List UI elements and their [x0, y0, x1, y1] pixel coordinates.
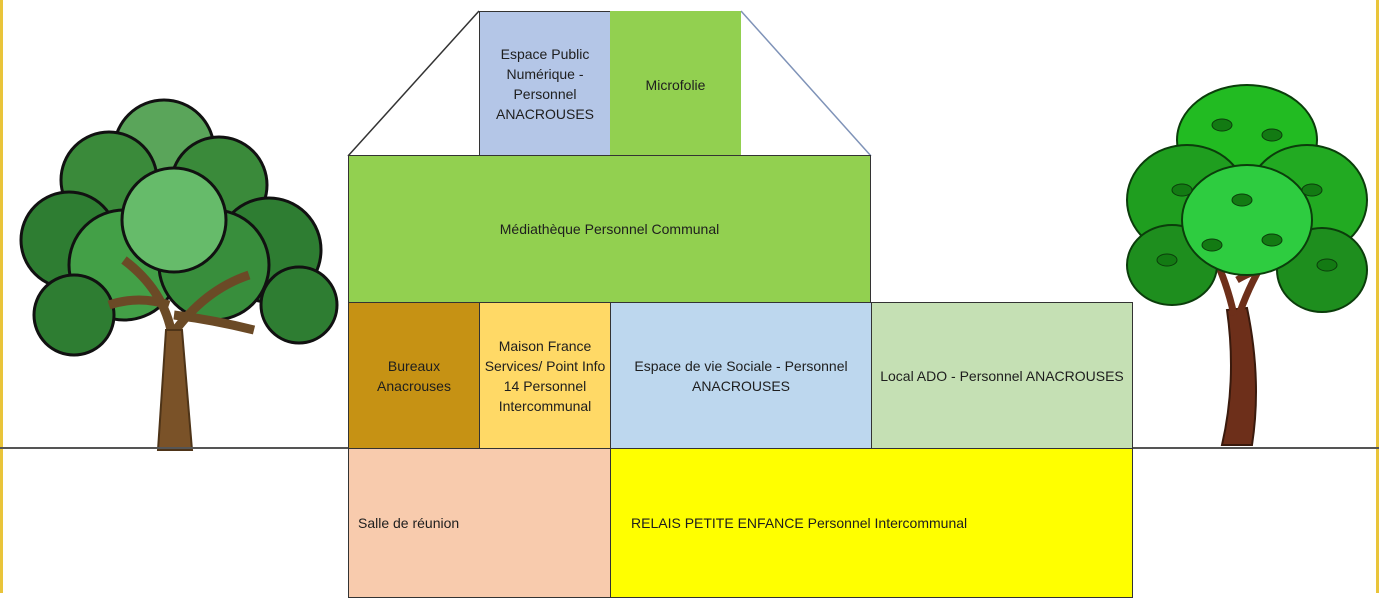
room-maison-france-services: Maison France Services/ Point Info 14 Pe… — [479, 302, 611, 449]
room-bureaux-anacrouses: Bureaux Anacrouses — [348, 302, 480, 449]
room-espace-public-numerique: Espace Public Numérique - Personnel ANAC… — [479, 11, 611, 156]
room-label: Espace Public Numérique - Personnel ANAC… — [495, 45, 595, 122]
room-label: RELAIS PETITE ENFANCE Personnel Intercom… — [631, 515, 968, 531]
room-label: Médiathèque Personnel Communal — [499, 221, 720, 237]
room-relais-petite-enfance: RELAIS PETITE ENFANCE Personnel Intercom… — [610, 448, 1133, 598]
room-label: Microfolie — [645, 77, 706, 93]
room-label: Local ADO - Personnel ANACROUSES — [880, 367, 1124, 384]
room-microfolie: Microfolie — [610, 11, 741, 156]
room-espace-vie-sociale: Espace de vie Sociale - Personnel ANACRO… — [610, 302, 872, 449]
room-label: Bureaux Anacrouses — [377, 357, 451, 394]
left-frame-edge — [0, 0, 3, 593]
room-label: Espace de vie Sociale - Personnel ANACRO… — [634, 357, 848, 394]
room-mediatheque: Médiathèque Personnel Communal — [348, 155, 871, 303]
room-label: Maison France Services/ Point Info 14 Pe… — [484, 337, 606, 414]
room-local-ado: Local ADO - Personnel ANACROUSES — [871, 302, 1133, 449]
right-frame-edge — [1376, 0, 1379, 593]
leafy-tree-icon — [1126, 84, 1368, 446]
oak-tree-icon — [19, 98, 339, 451]
room-salle-de-reunion: Salle de réunion — [348, 448, 611, 598]
room-label: Salle de réunion — [358, 515, 460, 531]
